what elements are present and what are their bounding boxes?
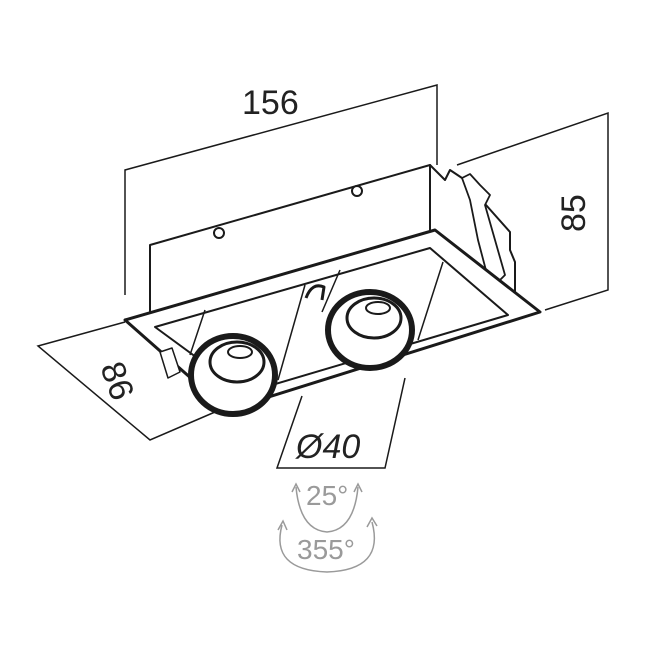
- gimbal-divider-mid2: [321, 269, 341, 313]
- gimbal-divider-left: [189, 309, 206, 356]
- gimbal-divider-mid: [277, 284, 306, 381]
- diameter-dimension-line: [275, 377, 406, 469]
- tilt-arc: [295, 486, 359, 533]
- rotation-arrow-right: [366, 516, 378, 528]
- depth-dimension-line: [36, 321, 216, 441]
- rotation-angle-label: 355°: [297, 534, 355, 565]
- rotation-arc: [279, 521, 376, 573]
- diameter-label: Ø40: [295, 428, 360, 466]
- dimension-lines: [36, 84, 609, 469]
- screw-right: [351, 185, 363, 197]
- mounting-tab: [159, 347, 181, 379]
- rotation-arrow-left: [277, 519, 288, 531]
- tilt-arrow-right: [353, 482, 363, 493]
- spring-clip: [461, 173, 506, 283]
- rear-lens-peek: [304, 284, 326, 301]
- height-label: 85: [555, 194, 593, 232]
- width-label: 156: [242, 84, 299, 122]
- width-dimension-line: [124, 84, 438, 295]
- screw-left: [213, 227, 225, 239]
- tilt-arrow-left: [291, 482, 301, 493]
- lens-right-core: [365, 301, 391, 315]
- luminaire-housing: [123, 164, 542, 417]
- height-dimension-line: [456, 111, 609, 311]
- gimbal-divider-right: [417, 261, 444, 341]
- lens-left-core: [227, 345, 253, 359]
- angle-arcs: [277, 482, 378, 573]
- tilt-angle-label: 25°: [306, 480, 348, 511]
